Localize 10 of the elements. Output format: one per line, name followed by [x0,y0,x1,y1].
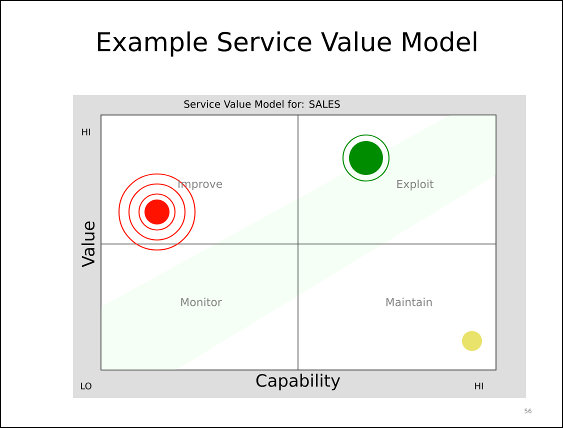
slide-title: Example Service Value Model [98,31,476,57]
quadrant-label: Maintain [386,298,432,306]
chart-title: Service Value Model for: SALES [184,100,340,108]
axis-end-label: HI [475,382,483,390]
axis-end-label: HI [82,128,90,136]
axis-end-label: LO [81,382,92,390]
axis-title: Capability [256,374,340,390]
quadrant-label: Exploit [397,180,434,190]
axis-title: Value [81,222,95,268]
quadrant-label: Monitor [181,298,222,306]
